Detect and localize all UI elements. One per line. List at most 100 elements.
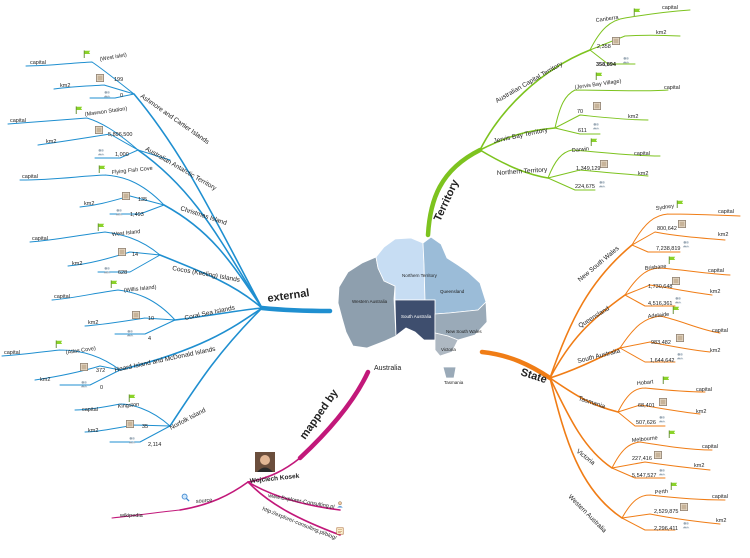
area-value: 68,401 (638, 403, 655, 409)
population-icon (80, 381, 88, 388)
capital-label: capital (664, 85, 680, 91)
central-topic-title[interactable]: Australia (374, 365, 401, 372)
state-topic-sa[interactable]: South Australia (577, 347, 621, 364)
flag-icon (668, 430, 676, 438)
population-icon (622, 57, 630, 64)
flag-icon (595, 72, 603, 80)
external-topic-antarctic[interactable]: Australian Antarctic Territory (144, 146, 218, 193)
branch-mapped-by (111, 369, 371, 536)
capital-label: capital (708, 268, 724, 274)
branch-label-mapped-by[interactable]: mapped by (298, 387, 342, 442)
territory-topic-jervis[interactable]: Jervis Bay Territory (493, 126, 549, 144)
area-icon (95, 126, 103, 134)
flag-icon (633, 8, 641, 16)
author-name[interactable]: Wojciech Kosek (249, 473, 300, 485)
capital-value: Darwin (572, 146, 590, 154)
external-topic-ashmore[interactable]: Ashmore and Cartier Islands (139, 93, 211, 146)
area-icon (126, 420, 134, 428)
capital-label: capital (634, 151, 650, 157)
km2-label: km2 (710, 348, 720, 354)
capital-label: capital (662, 5, 678, 11)
population-icon (592, 123, 600, 130)
url-explorer-consulting[interactable]: www.Explorer-Consulting.pl (267, 493, 335, 511)
population-value: 1,644,642 (650, 358, 674, 364)
state-topic-tas[interactable]: Tasmania (577, 395, 606, 410)
region-victoria[interactable] (434, 332, 459, 357)
territory-topics: Australian Capital Territory Jervis Bay … (493, 60, 565, 177)
population-icon (682, 522, 690, 529)
capital-label: capital (32, 236, 48, 242)
branch-state (479, 213, 741, 531)
capital-label: capital (696, 387, 712, 393)
capital-value: Flying Fish Cove (112, 166, 153, 176)
flag-icon (97, 223, 105, 231)
km2-label: km2 (638, 171, 648, 177)
branch-label-state[interactable]: State (519, 366, 548, 386)
area-icon (678, 220, 686, 228)
capital-value: Sydney (655, 203, 674, 212)
population-value: 2,296,411 (654, 526, 678, 532)
territory-topic-northern[interactable]: Northern Territory (497, 166, 549, 177)
area-icon (654, 451, 662, 459)
area-value: 5,896,500 (108, 132, 132, 138)
population-icon (658, 416, 666, 423)
flag-icon (672, 306, 680, 314)
area-icon (600, 160, 608, 168)
km2-label: km2 (88, 320, 98, 326)
capital-value: West Island (112, 229, 141, 238)
capital-value: Adelaide (648, 312, 670, 320)
area-value: 800,642 (657, 226, 677, 232)
capital-value: Melbourne (632, 435, 658, 444)
population-value: 611 (578, 128, 587, 134)
source-value[interactable]: wikipedia (119, 513, 144, 519)
capital-label: capital (30, 60, 46, 66)
km2-label: km2 (710, 289, 720, 295)
capital-label: capital (10, 118, 26, 124)
population-icon (676, 353, 684, 360)
capital-label: capital (22, 174, 38, 180)
capital-label: capital (718, 209, 734, 215)
external-topic-heard[interactable]: Heard Island and McDonald Islands (114, 346, 217, 374)
australia-map[interactable]: Western Australia Northern Territory Que… (337, 236, 488, 385)
external-details: (West islet) capital 199 km2 0 (Mawson S… (4, 50, 161, 448)
region-south-australia[interactable] (394, 299, 436, 341)
population-value: 7,238,819 (656, 246, 680, 252)
population-icon (658, 469, 666, 476)
population-value: 1,493 (130, 212, 144, 218)
population-icon (128, 437, 136, 444)
author-photo (255, 452, 275, 472)
population-value: 4 (148, 336, 151, 342)
km2-label: km2 (84, 201, 94, 207)
population-value: 224,675 (575, 184, 595, 190)
region-tasmania[interactable] (442, 366, 457, 379)
note-icon (336, 527, 344, 535)
area-value: 70 (577, 109, 583, 115)
external-topic-cocos[interactable]: Cocos (Keeling) Islands (172, 265, 242, 284)
capital-value: (Atlas Cove) (65, 346, 96, 356)
state-topic-qld[interactable]: Queensland (577, 305, 611, 330)
km2-label: km2 (694, 463, 704, 469)
flag-icon (98, 165, 106, 173)
capital-label: capital (82, 407, 98, 413)
area-value: 2,358 (597, 44, 611, 50)
km2-label: km2 (656, 30, 666, 36)
url-blog[interactable]: http://explorer-consulting.pl/blog/ (261, 506, 337, 542)
area-icon (672, 277, 680, 285)
search-icon (181, 493, 190, 502)
population-icon (126, 330, 134, 337)
population-value: 2,114 (148, 442, 161, 448)
population-value: 5,547,527 (632, 473, 656, 479)
population-value: 507,626 (636, 420, 656, 426)
population-value: 0 (120, 93, 123, 99)
population-value: 1,000 (115, 152, 129, 158)
external-topic-christmas[interactable]: Christmas Island (179, 205, 228, 227)
area-icon (676, 334, 684, 342)
state-details: Sydney capital 800,642 km2 7,238,819 Bri… (632, 200, 734, 532)
area-icon (680, 503, 688, 511)
territory-topic-act[interactable]: Australian Capital Territory (495, 60, 565, 104)
area-value: 1,730,648 (648, 284, 672, 290)
branch-label-external[interactable]: external (267, 287, 310, 305)
capital-value: Perth (655, 489, 669, 496)
